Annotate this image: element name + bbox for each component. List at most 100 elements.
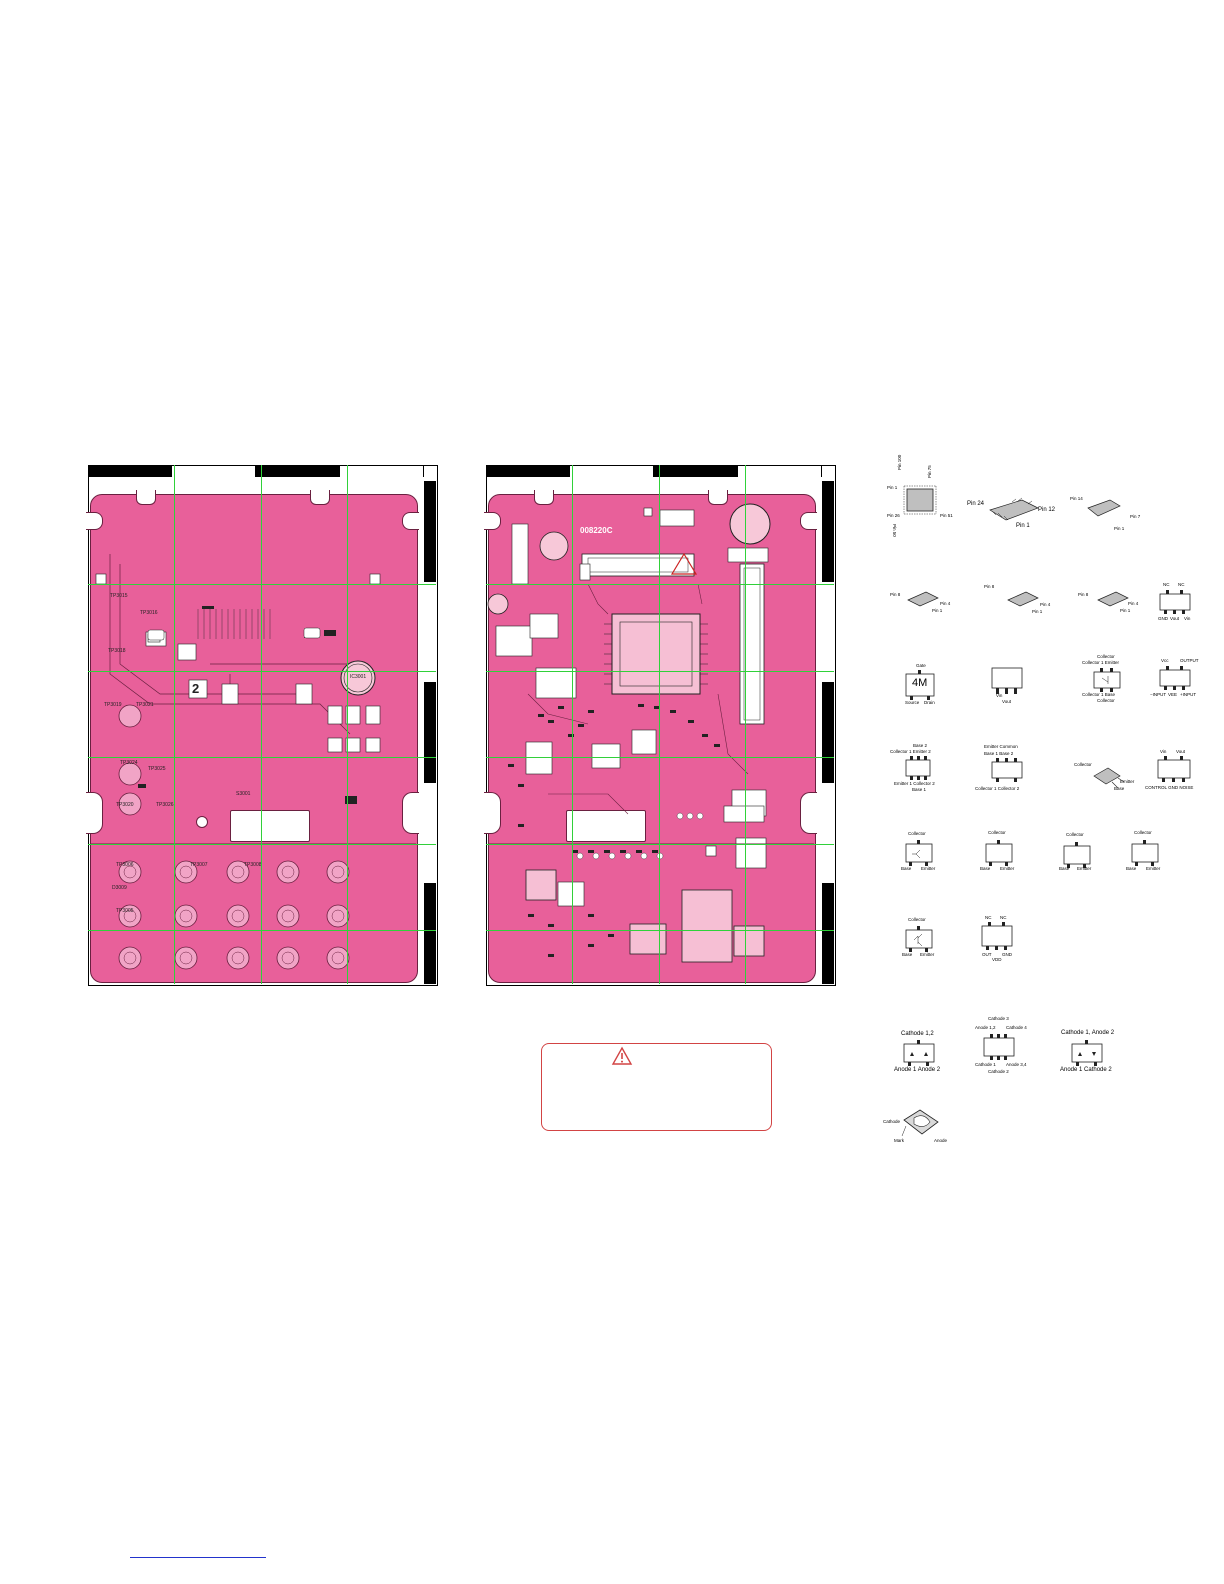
- board-a-components: [90, 554, 416, 970]
- reg-noise-vin: Vin: [1160, 749, 1167, 754]
- sot5b-vdd: VDD: [992, 957, 1002, 962]
- board-a-grid-line: [88, 757, 436, 758]
- so8b-pin8: Pin 8: [984, 584, 995, 589]
- sot5b-nc2: NC: [1000, 915, 1007, 920]
- board-b-grid-line: [486, 584, 834, 585]
- sot5b-out: OUT: [982, 952, 992, 957]
- dual-tr-c-emitter-common: Emitter Common: [984, 744, 1018, 749]
- board-b-grid-line: [659, 465, 660, 984]
- transistor-icon: [905, 926, 933, 952]
- board-b-grid-line: [486, 930, 834, 931]
- dtr3-emitter: Emitter: [1077, 866, 1092, 871]
- tr-collector: Collector: [908, 917, 926, 922]
- sot5a-nc2: NC: [1178, 582, 1185, 587]
- dual-diode-icon-b: [1071, 1040, 1103, 1066]
- quad-diode-icon: [983, 1034, 1015, 1060]
- led-anode: Anode: [934, 1138, 948, 1143]
- fet-mark: 4M: [912, 677, 928, 689]
- board-a-top-ruler: [88, 465, 424, 477]
- dtr3-collector: Collector: [1066, 832, 1084, 837]
- sot89-vin: Vin: [996, 693, 1003, 698]
- board-a-notch: [310, 490, 330, 505]
- sot5-package-icon-b: [981, 922, 1013, 950]
- power-transistor-icon: [1093, 767, 1125, 789]
- power-tr-emitter: Emitter: [1120, 779, 1135, 784]
- board-a-label-tp3018: TP3018: [108, 648, 126, 654]
- board-a-label-d3009: D3009: [112, 885, 127, 891]
- diode-b-top: Cathode 1, Anode 2: [1061, 1030, 1115, 1036]
- led-mark: Mark: [894, 1138, 904, 1143]
- board-b-window: [566, 810, 646, 842]
- sot5a-vin: Vin: [1184, 616, 1191, 621]
- board-a-notch: [136, 490, 156, 505]
- board-b-grid-line: [486, 844, 834, 845]
- board-b-notch: [800, 512, 817, 530]
- board-b-notch: [484, 792, 501, 834]
- reg5-pinput: +INPUT: [1180, 692, 1197, 697]
- so8a-pin4: Pin 4: [940, 601, 951, 606]
- board-b-notch: [484, 512, 501, 530]
- caution-icon: [611, 1046, 633, 1065]
- quad-diode-top: Cathode 3: [988, 1016, 1009, 1021]
- board-a-pcb: [90, 494, 418, 983]
- qfp-package-icon: [903, 485, 937, 515]
- soic14-pin14: Pin 14: [1070, 496, 1083, 501]
- soic14-pin7: Pin 7: [1130, 514, 1141, 519]
- board-a-window: [230, 810, 310, 842]
- so8a-pin8: Pin 8: [890, 592, 901, 597]
- digital-transistor-icon-4: [1131, 840, 1159, 866]
- reg-noise-bottom: CONTROL GND NOISE: [1145, 785, 1194, 790]
- board-a-grid-line: [88, 671, 436, 672]
- board-a-label-tp3019: TP3019: [104, 702, 122, 708]
- soic14-pin1: Pin 1: [1114, 526, 1125, 531]
- board-a-label-tp3024: TP3024: [120, 760, 138, 766]
- ssop24-pin1: Pin 1: [1016, 523, 1030, 529]
- dual-tr-b-base2: Base 2: [913, 743, 928, 748]
- dual-tr-b-bot1: Emitter 1 Collector 2: [894, 781, 935, 786]
- so8-package-icon-a: [907, 591, 939, 607]
- dual-transistor-icon-b: [905, 756, 931, 780]
- board-a-label-ic3001: IC3001: [350, 674, 367, 680]
- dtr4-base: Base: [1126, 866, 1137, 871]
- board-a-label-tp3021: TP3021: [136, 702, 154, 708]
- dtr2-base: Base: [980, 866, 991, 871]
- fet-source: Source: [905, 700, 920, 705]
- sot89-vout: Vout: [1002, 699, 1012, 704]
- dual-tr-a-coll-emit: Collector 1 Emitter: [1082, 660, 1120, 665]
- board-a-grid-line: [174, 465, 175, 984]
- noise-regulator-icon: [1157, 756, 1191, 782]
- footer-link-underline[interactable]: [130, 1557, 266, 1558]
- reg5-ninput: −INPUT: [1150, 692, 1167, 697]
- digital-transistor-icon-2: [985, 840, 1013, 866]
- board-b-grid-line: [745, 465, 746, 984]
- caution-box: [541, 1043, 772, 1131]
- sot89-package-icon: [991, 667, 1023, 694]
- dtr1-base: Base: [901, 866, 912, 871]
- board-a-label-tp3025: TP3025: [148, 766, 166, 772]
- dtr1-emitter: Emitter: [921, 866, 936, 871]
- led-package-icon: [901, 1109, 939, 1137]
- fet-gate: Gate: [916, 663, 926, 668]
- board-a-notch: [402, 792, 419, 834]
- reg-noise-vout: Vout: [1176, 749, 1186, 754]
- quad-diode-bl: Cathode 1: [975, 1062, 996, 1067]
- board-a-notch: [402, 512, 419, 530]
- board-b-side-ruler: [822, 465, 834, 985]
- board-a-hole: [196, 816, 208, 828]
- board-b-grid-line: [572, 465, 573, 984]
- so8c-pin8: Pin 8: [1078, 592, 1089, 597]
- digital-transistor-icon-1: [905, 840, 933, 866]
- board-a-notch: [86, 512, 103, 530]
- qfp-pin1: Pin 1: [887, 485, 898, 490]
- dtr2-emitter: Emitter: [1000, 866, 1015, 871]
- sot5a-gnd: GND: [1158, 616, 1168, 621]
- diode-a-top: Cathode 1,2: [901, 1031, 934, 1037]
- so8c-pin1: Pin 1: [1120, 608, 1131, 613]
- so8c-pin4: Pin 4: [1128, 601, 1139, 606]
- sot5b-gnd: GND: [1002, 952, 1012, 957]
- quad-diode-bottom: Cathode 2: [988, 1069, 1009, 1074]
- board-b-components: [487, 503, 814, 963]
- dtr3-base: Base: [1059, 866, 1070, 871]
- board-a-label-tp3016: TP3016: [140, 610, 158, 616]
- qfp-pin75: Pin 75: [927, 465, 932, 478]
